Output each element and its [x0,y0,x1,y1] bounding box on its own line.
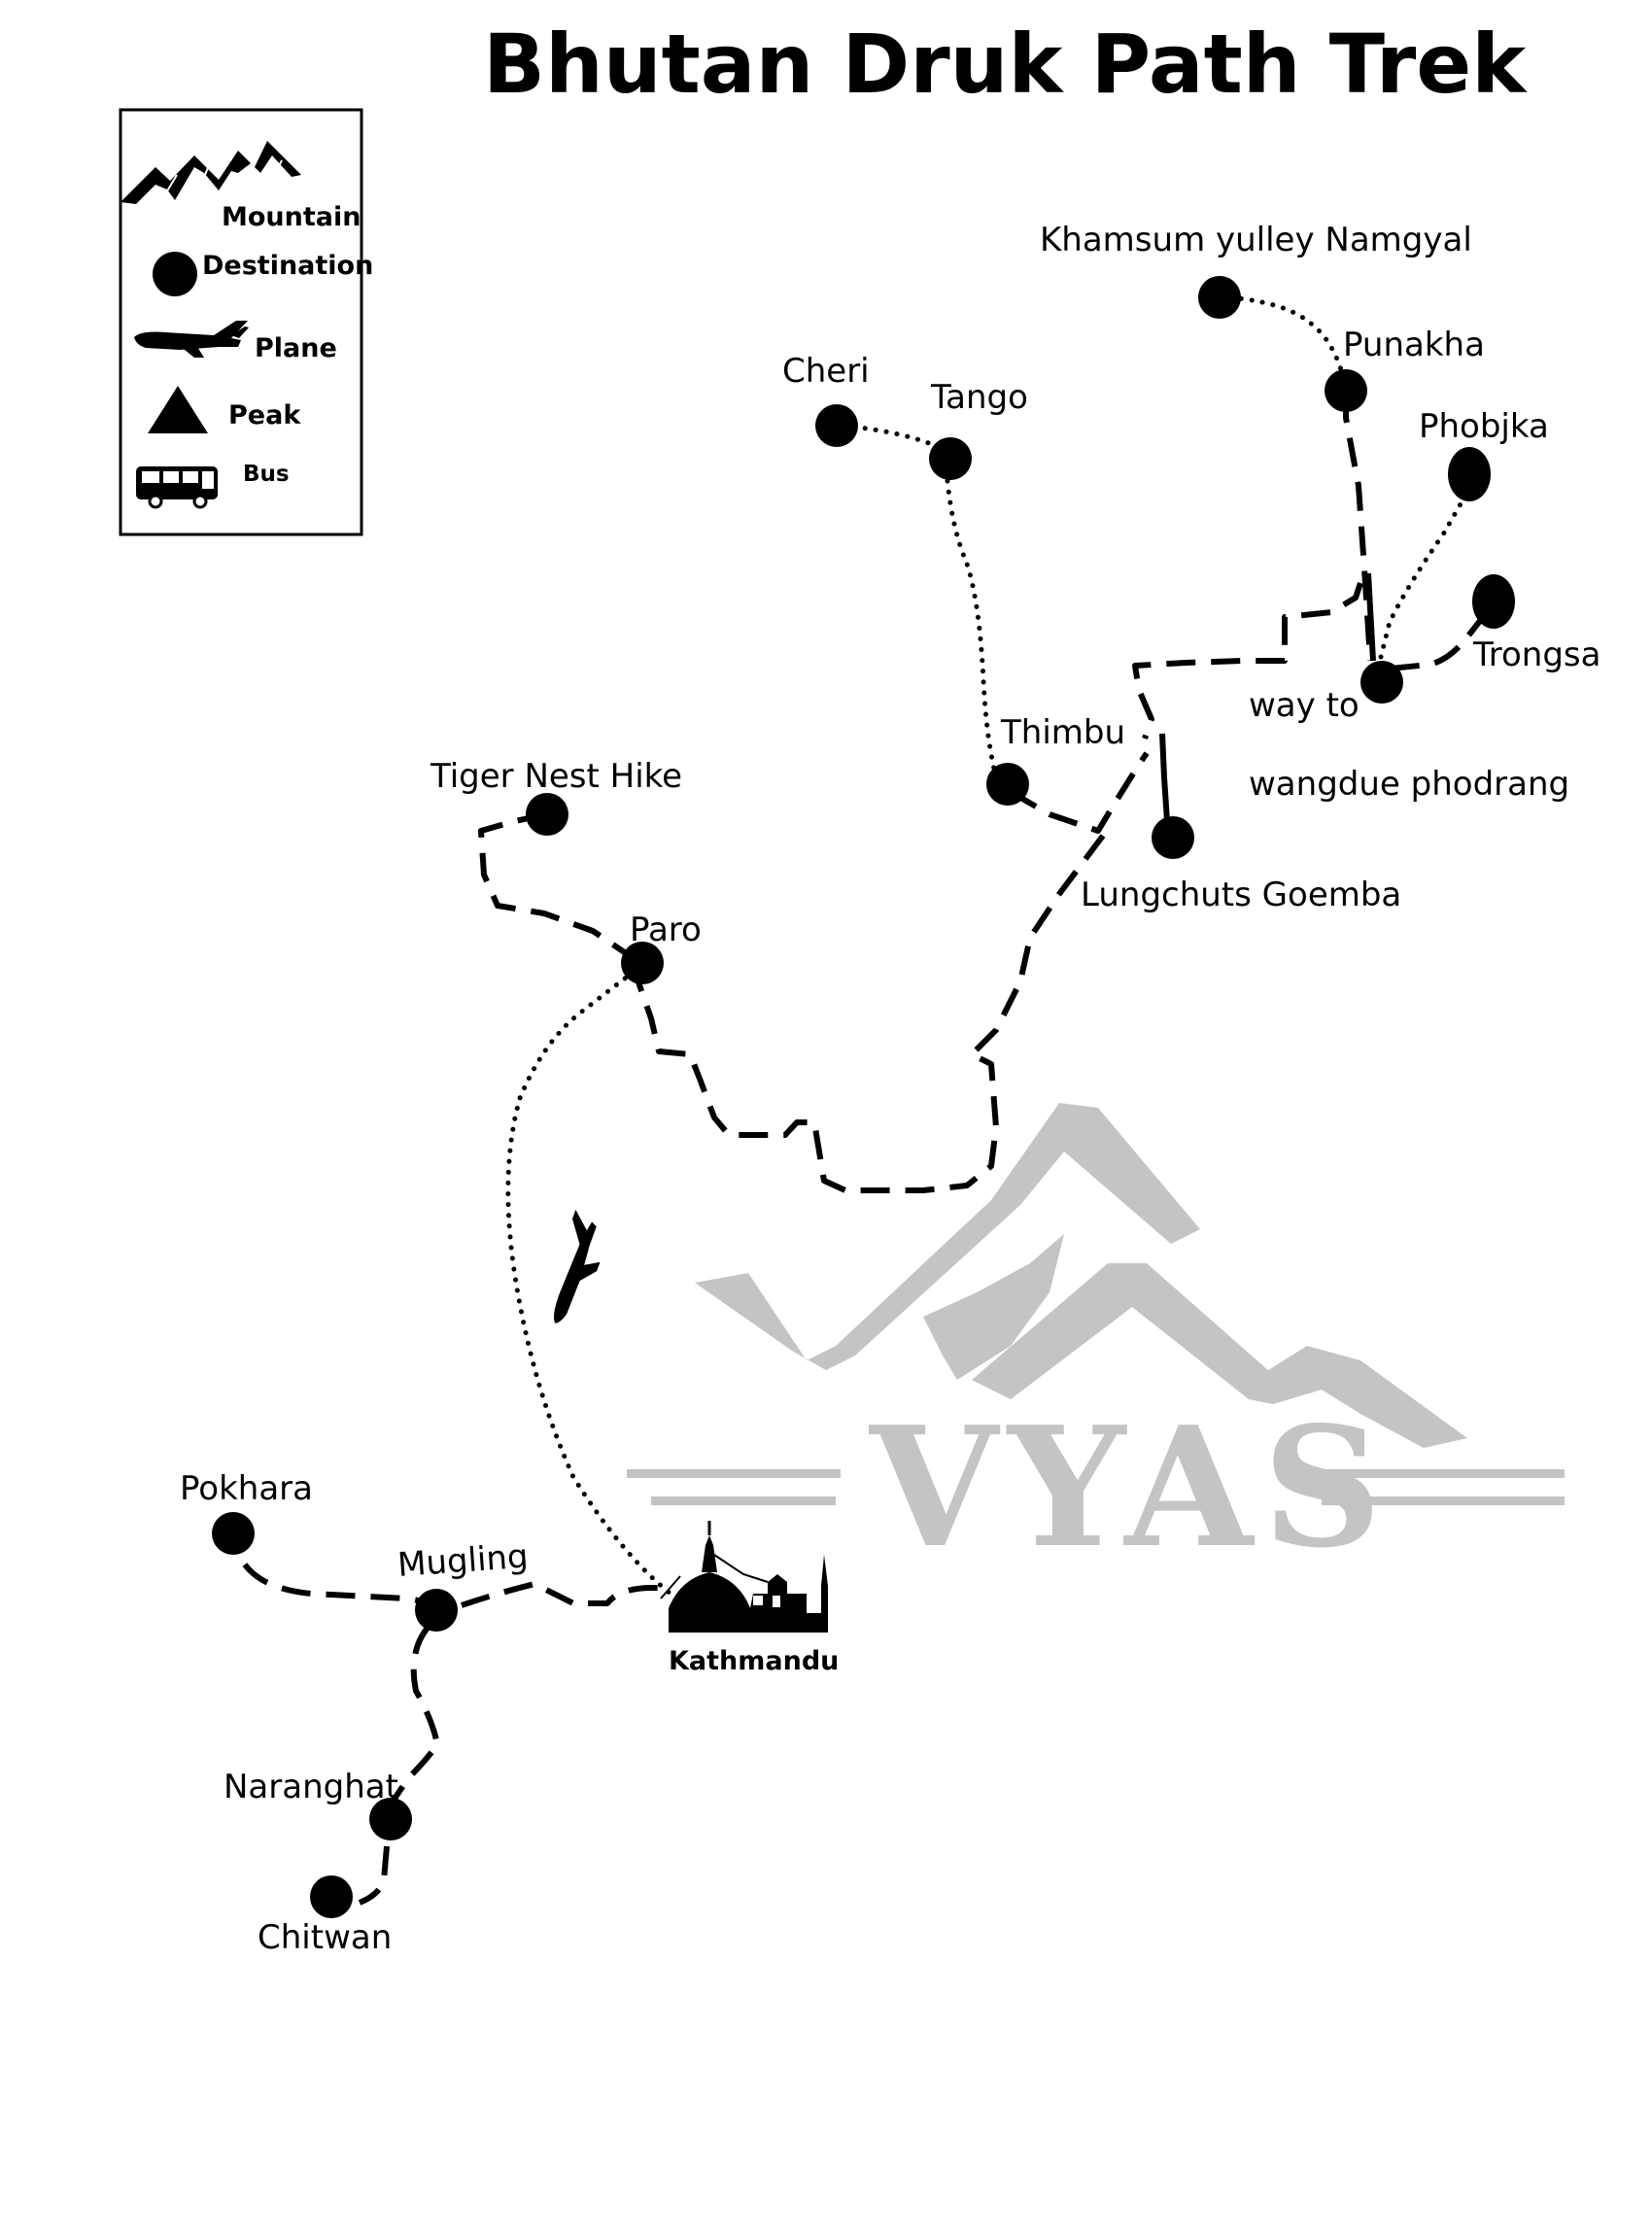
kathmandu-skyline-icon [660,1521,828,1633]
destination-trongsa[interactable] [1472,574,1515,629]
destination-chitwan[interactable] [310,1875,353,1918]
destination-wangdue[interactable] [1360,661,1403,704]
label-pokhara: Pokhara [180,1469,313,1508]
legend-bus-label: Bus [243,462,290,487]
plane-icon [134,321,249,358]
destination-naranghat[interactable] [369,1798,412,1840]
route-wangdue-west [1132,582,1363,739]
route-khamsum-punakha [1217,293,1349,392]
vyas-watermark: VYAS [627,1103,1565,1585]
legend-plane-label: Plane [255,333,337,363]
label-phobjka: Phobjka [1419,407,1549,446]
destination-lungchuts[interactable] [1152,816,1194,859]
route-mugling-naranghat [386,1626,440,1809]
legend-mountain-label: Mountain [222,202,361,232]
destination-cheri[interactable] [815,404,858,447]
label-way-to: way to [1249,686,1359,725]
route-mugling-kathmandu [461,1581,671,1608]
plane-icon [554,1209,601,1324]
label-kathmandu: Kathmandu [669,1646,839,1676]
route-phobjka-wangdue [1377,493,1468,664]
destination-paro[interactable] [621,942,664,984]
route-trongsa-wangdue [1389,610,1490,671]
watermark-line-left-1 [627,1469,841,1478]
label-tango: Tango [930,378,1028,417]
destination-khamsum[interactable] [1198,276,1241,319]
destination-punakha[interactable] [1325,369,1367,412]
route-tiger-paro [478,811,634,960]
watermark-line-left-2 [651,1496,836,1505]
destinations [212,276,1515,1918]
bus-icon [136,466,218,509]
label-cheri: Cheri [782,352,870,391]
label-thimbu: Thimbu [1000,713,1125,752]
place-labels: Khamsum yulley Namgyal Punakha Phobjka T… [180,221,1600,1957]
label-tiger-nest: Tiger Nest Hike [430,757,682,796]
route-tango-thimbu [945,478,999,780]
watermark-line-right-2 [1322,1496,1565,1505]
legend: Mountain Destination Plane Peak Bus [119,108,373,536]
label-paro: Paro [630,911,702,949]
route-cheri-tango [841,423,946,452]
watermark-swoosh [923,1234,1064,1380]
route-long-south [634,834,1106,1193]
destination-tango[interactable] [929,437,972,480]
route-punakha-wangdue [1343,394,1373,662]
route-to-lungchuts [1159,733,1171,837]
label-lungchuts: Lungchuts Goemba [1081,876,1401,914]
legend-peak-label: Peak [228,400,301,430]
destination-icon [153,252,197,296]
watermark-text: VYAS [869,1391,1392,1585]
destination-phobjka[interactable] [1448,447,1491,501]
legend-destination-label: Destination [202,251,373,281]
route-lines [242,293,1490,1906]
label-trongsa: Trongsa [1472,636,1600,674]
label-punakha: Punakha [1343,326,1485,364]
label-chitwan: Chitwan [258,1918,392,1957]
label-khamsum: Khamsum yulley Namgyal [1040,221,1472,259]
destination-pokhara[interactable] [212,1512,255,1555]
watermark-mountain-right [972,1263,1467,1448]
route-thimbu-south [1009,751,1150,834]
peak-icon [148,386,208,433]
watermark-line-right-1 [1322,1469,1565,1478]
map-title: Bhutan Druk Path Trek [483,17,1528,112]
destination-mugling[interactable] [415,1589,458,1632]
mountain-icon [120,141,301,204]
label-mugling: Mugling [396,1537,530,1585]
route-paro-kathmandu [505,969,673,1597]
route-pokhara-mugling [242,1563,424,1604]
route-naranghat-chitwan [358,1845,390,1906]
route-solid-segment [1365,572,1376,662]
label-naranghat: Naranghat [224,1768,398,1806]
destination-thimbu[interactable] [986,763,1029,806]
label-wangdue: wangdue phodrang [1249,765,1569,804]
destination-tiger-nest[interactable] [526,793,568,836]
